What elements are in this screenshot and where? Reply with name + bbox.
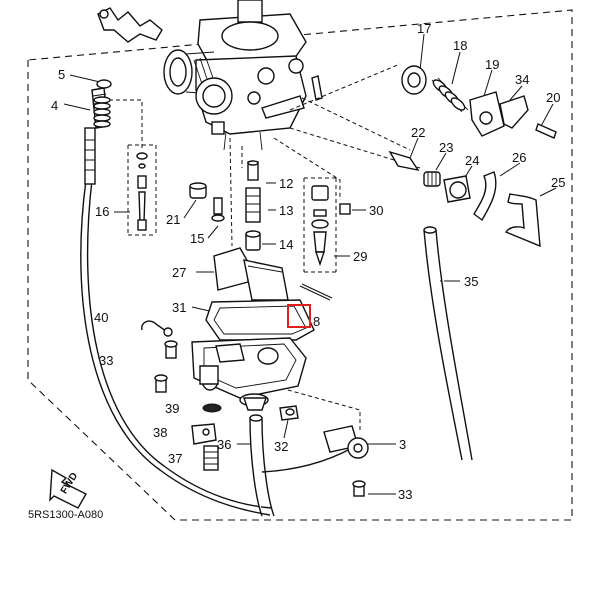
callout-15[interactable]: 15 <box>190 231 204 246</box>
callout-25[interactable]: 25 <box>551 175 565 190</box>
callout-5[interactable]: 5 <box>58 67 65 82</box>
callout-29[interactable]: 29 <box>353 249 367 264</box>
callout-35[interactable]: 35 <box>464 274 478 289</box>
callout-13[interactable]: 13 <box>279 203 293 218</box>
fwd-arrow: FWD <box>49 468 87 509</box>
callout-16[interactable]: 16 <box>95 204 109 219</box>
callout-12[interactable]: 12 <box>279 176 293 191</box>
right-parts <box>388 65 557 248</box>
callout-40[interactable]: 40 <box>94 310 108 325</box>
callout-32[interactable]: 32 <box>274 439 288 454</box>
callout-38[interactable]: 38 <box>153 425 167 440</box>
callout-26[interactable]: 26 <box>512 150 526 165</box>
throttle-linkage <box>323 425 369 497</box>
callout-21[interactable]: 21 <box>166 212 180 227</box>
left-parts <box>93 79 157 236</box>
diagram-code: 5RS1300-A080 <box>28 509 103 521</box>
callout-4[interactable]: 4 <box>51 98 58 113</box>
callout-33-left[interactable]: 33 <box>99 353 113 368</box>
callout-14[interactable]: 14 <box>279 237 293 252</box>
callout-3[interactable]: 3 <box>399 437 406 452</box>
part-5 <box>96 79 112 89</box>
float-assembly <box>213 247 333 301</box>
callout-17[interactable]: 17 <box>417 21 431 36</box>
lower-left-parts <box>141 320 299 471</box>
callout-31[interactable]: 31 <box>172 300 186 315</box>
callout-27[interactable]: 27 <box>172 265 186 280</box>
callout-39[interactable]: 39 <box>165 401 179 416</box>
callout-37[interactable]: 37 <box>168 451 182 466</box>
highlight-box[interactable] <box>287 304 311 328</box>
callout-30[interactable]: 30 <box>369 203 383 218</box>
carburetor-body <box>97 0 323 151</box>
center-small-parts <box>189 160 351 273</box>
callout-23[interactable]: 23 <box>439 140 453 155</box>
assembly-boundary <box>27 9 573 521</box>
callout-18[interactable]: 18 <box>453 38 467 53</box>
callout-24[interactable]: 24 <box>465 153 479 168</box>
callout-8[interactable]: 8 <box>313 314 320 329</box>
callout-22[interactable]: 22 <box>411 125 425 140</box>
callout-19[interactable]: 19 <box>485 57 499 72</box>
callout-36[interactable]: 36 <box>217 437 231 452</box>
callout-labels: 3 4 5 8 12 13 14 15 16 17 18 19 20 21 22… <box>51 21 565 502</box>
callout-33-right[interactable]: 33 <box>398 487 412 502</box>
callout-20[interactable]: 20 <box>546 90 560 105</box>
callout-34[interactable]: 34 <box>515 72 529 87</box>
float-chamber <box>191 299 315 411</box>
